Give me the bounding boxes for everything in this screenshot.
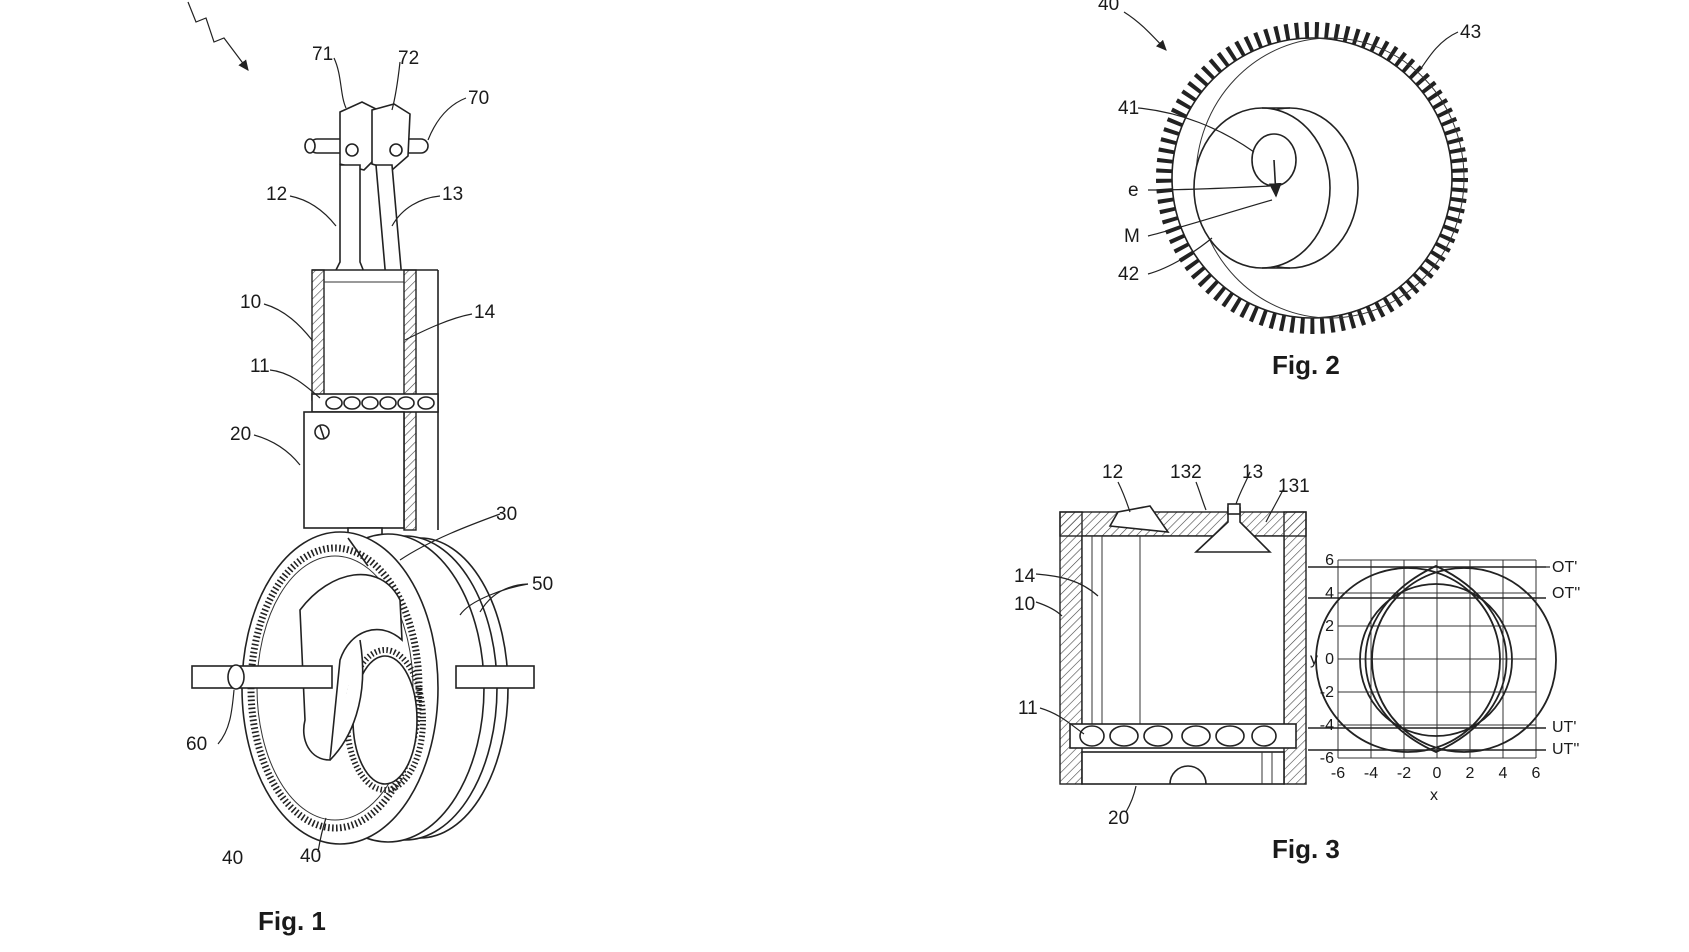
piston-20	[303, 411, 405, 539]
x-tick-label: 6	[1532, 765, 1541, 782]
x-tick-label: 4	[1499, 765, 1508, 782]
chart-curve-circle-b	[1371, 567, 1557, 753]
gear-43-teeth	[1156, 22, 1468, 334]
shaft-60	[191, 665, 333, 689]
fig1-label-40-left: 40	[222, 848, 243, 869]
y-tick-label: 6	[1325, 552, 1334, 569]
fig2-label-42: 42	[1118, 264, 1139, 285]
fig3-piston-20	[1081, 751, 1285, 785]
fig1-label-30: 30	[496, 504, 517, 525]
figure-1: 71 72 70 12 13 10 14 11 20 30 50 60 40 4…	[186, 1, 553, 936]
y-tick-label: -6	[1320, 750, 1334, 767]
seal-balls-11	[311, 393, 439, 413]
x-tick-label: 2	[1466, 765, 1475, 782]
fig1-label-60: 60	[186, 734, 207, 755]
fig2-label-43: 43	[1460, 22, 1481, 43]
crank-pin-70	[304, 101, 429, 171]
fig3-label-12: 12	[1102, 462, 1123, 483]
fig1-label-12: 12	[266, 184, 287, 205]
fig3-cylinder-head	[1059, 511, 1307, 537]
axis-label-x: x	[1430, 787, 1438, 804]
label-OT-prime: OT'	[1552, 559, 1577, 576]
x-tick-label: -6	[1331, 765, 1345, 782]
fig2-label-40: 40	[1098, 0, 1119, 15]
x-tick-label: 0	[1433, 765, 1442, 782]
y-tick-label: -2	[1320, 684, 1334, 701]
fig2-label-41: 41	[1118, 98, 1139, 119]
y-axis-ticks: 6 4 2 0 -2 -4 -6	[1320, 552, 1334, 767]
fig1-label-11: 11	[250, 356, 270, 377]
fig1-label-40-right: 40	[300, 846, 321, 867]
fig3-label-20: 20	[1108, 808, 1129, 829]
fig1-reference-arrow	[187, 1, 249, 71]
fig1-label-50: 50	[532, 574, 553, 595]
fig3-motion-chart: 6 4 2 0 -2 -4 -6 -6 -4 -2 0 2 4 6 y x OT' OT'' UT' U…	[1308, 552, 1580, 804]
x-tick-label: -2	[1397, 765, 1411, 782]
fig3-label-13: 13	[1242, 462, 1263, 483]
y-tick-label: -4	[1320, 717, 1334, 734]
x-axis-ticks: -6 -4 -2 0 2 4 6	[1331, 765, 1541, 782]
chart-curve-lens	[1364, 565, 1508, 753]
fig1-leader-lines	[217, 57, 529, 853]
fig1-label-13: 13	[442, 184, 463, 205]
fig1-label-72: 72	[398, 48, 419, 69]
fig2-caption: Fig. 2	[1272, 350, 1340, 380]
x-tick-label: -4	[1364, 765, 1378, 782]
fig3-valve-12	[1108, 505, 1170, 533]
fig3-label-10: 10	[1014, 594, 1035, 615]
label-UT-double-prime: UT''	[1552, 741, 1579, 758]
connecting-rod-12	[328, 164, 370, 283]
fig3-seal-balls-11	[1069, 723, 1297, 749]
gear-assembly	[191, 531, 535, 845]
label-UT-prime: UT'	[1552, 719, 1576, 736]
fig3-label-132: 132	[1170, 462, 1202, 483]
chart-curve-circle-c	[1359, 583, 1513, 737]
fig2-reference-arrow	[1123, 11, 1167, 51]
fig3-label-14: 14	[1014, 566, 1036, 587]
chart-curve-circle-a	[1315, 567, 1501, 753]
y-tick-label: 2	[1325, 618, 1334, 635]
fig2-label-e: e	[1128, 180, 1139, 201]
fig1-label-20: 20	[230, 424, 251, 445]
fig3-caption: Fig. 3	[1272, 834, 1340, 864]
fig3-label-131: 131	[1278, 476, 1310, 497]
figure-2: 40 43 41 e M 42 Fig. 2	[1098, 0, 1481, 380]
y-tick-label: 4	[1325, 585, 1334, 602]
axis-label-y: y	[1310, 651, 1318, 668]
fig1-label-70: 70	[468, 88, 489, 109]
fig1-label-10: 10	[240, 292, 261, 313]
fig2-label-M: M	[1124, 226, 1140, 247]
planet-gear-teeth	[344, 647, 426, 793]
fig3-label-11: 11	[1018, 698, 1038, 719]
fig1-caption: Fig. 1	[258, 906, 326, 936]
fig1-label-71: 71	[312, 44, 333, 65]
label-OT-double-prime: OT''	[1552, 585, 1580, 602]
fig1-label-14: 14	[474, 302, 496, 323]
y-tick-label: 0	[1325, 651, 1334, 668]
